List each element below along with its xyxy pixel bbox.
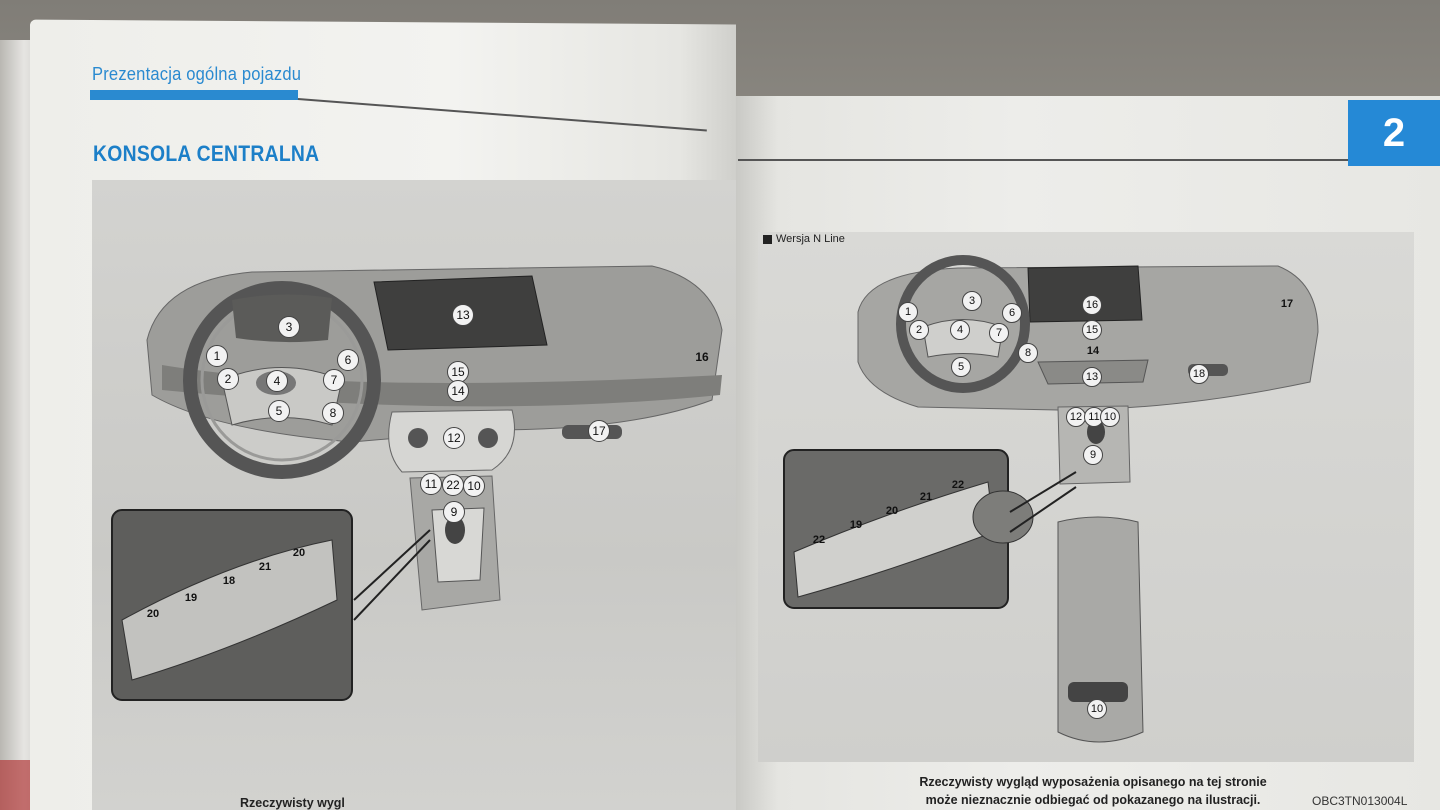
callout-11: 11 — [420, 473, 442, 495]
inset-callout-20a: 20 — [144, 605, 162, 623]
callout-8: 8 — [322, 402, 344, 424]
callout-3: 3 — [278, 316, 300, 338]
r-inset-callout-22a: 22 — [810, 531, 828, 549]
section-title: KONSOLA CENTRALNA — [93, 141, 319, 167]
caption-line-2: może nieznacznie odbiegać od pokazanego … — [878, 791, 1308, 809]
header-accent-bar — [90, 90, 298, 100]
r-inset-callout-22b: 22 — [949, 476, 967, 494]
chapter-tab: 2 — [1348, 100, 1440, 166]
r-callout-4: 4 — [950, 320, 970, 340]
version-text: Wersja N Line — [776, 233, 845, 245]
callout-5: 5 — [268, 400, 290, 422]
r-callout-6: 6 — [1002, 303, 1022, 323]
callout-6: 6 — [337, 349, 359, 371]
inset-callout-18: 18 — [220, 572, 238, 590]
callout-2: 2 — [217, 368, 239, 390]
r-callout-15: 15 — [1082, 320, 1102, 340]
left-illustration — [92, 180, 736, 810]
r-callout-10-armrest: 10 — [1087, 699, 1107, 719]
r-inset-callout-20: 20 — [883, 502, 901, 520]
callout-22: 22 — [442, 474, 464, 496]
callout-1: 1 — [206, 345, 228, 367]
r-callout-12: 12 — [1066, 407, 1086, 427]
left-caption-partial: Rzeczywisty wygl — [240, 796, 345, 810]
callout-16: 16 — [692, 347, 712, 367]
r-callout-1: 1 — [898, 302, 918, 322]
bullet-square-icon — [763, 235, 772, 244]
callout-14: 14 — [447, 380, 469, 402]
r-callout-5: 5 — [951, 357, 971, 377]
figure-code: OBC3TN013004L — [1312, 794, 1407, 808]
header-rule-right — [738, 159, 1350, 161]
r-callout-18: 18 — [1189, 364, 1209, 384]
r-callout-10: 10 — [1100, 407, 1120, 427]
figure-caption: Rzeczywisty wygląd wyposażenia opisanego… — [878, 773, 1308, 809]
callout-7: 7 — [323, 369, 345, 391]
r-callout-16: 16 — [1082, 295, 1102, 315]
book-cover-edge — [0, 760, 30, 810]
callout-17: 17 — [588, 420, 610, 442]
r-callout-13: 13 — [1082, 367, 1102, 387]
callout-9: 9 — [443, 501, 465, 523]
r-inset-callout-21: 21 — [917, 488, 935, 506]
inset-callout-21: 21 — [256, 558, 274, 576]
r-callout-9: 9 — [1083, 445, 1103, 465]
running-header: Prezentacja ogólna pojazdu — [92, 64, 301, 85]
callout-10: 10 — [463, 475, 485, 497]
caption-line-1: Rzeczywisty wygląd wyposażenia opisanego… — [878, 773, 1308, 791]
r-inset-callout-19: 19 — [847, 516, 865, 534]
r-callout-8: 8 — [1018, 343, 1038, 363]
inset-callout-20b: 20 — [290, 544, 308, 562]
dashboard-drawing — [92, 180, 736, 810]
inset-callout-19: 19 — [182, 589, 200, 607]
callout-13: 13 — [452, 304, 474, 326]
r-callout-17: 17 — [1278, 295, 1296, 313]
r-callout-14: 14 — [1084, 342, 1102, 360]
callout-4: 4 — [266, 370, 288, 392]
callout-12: 12 — [443, 427, 465, 449]
r-callout-2: 2 — [909, 320, 929, 340]
version-label: Wersja N Line — [763, 233, 845, 245]
r-callout-7: 7 — [989, 323, 1009, 343]
r-callout-3: 3 — [962, 291, 982, 311]
